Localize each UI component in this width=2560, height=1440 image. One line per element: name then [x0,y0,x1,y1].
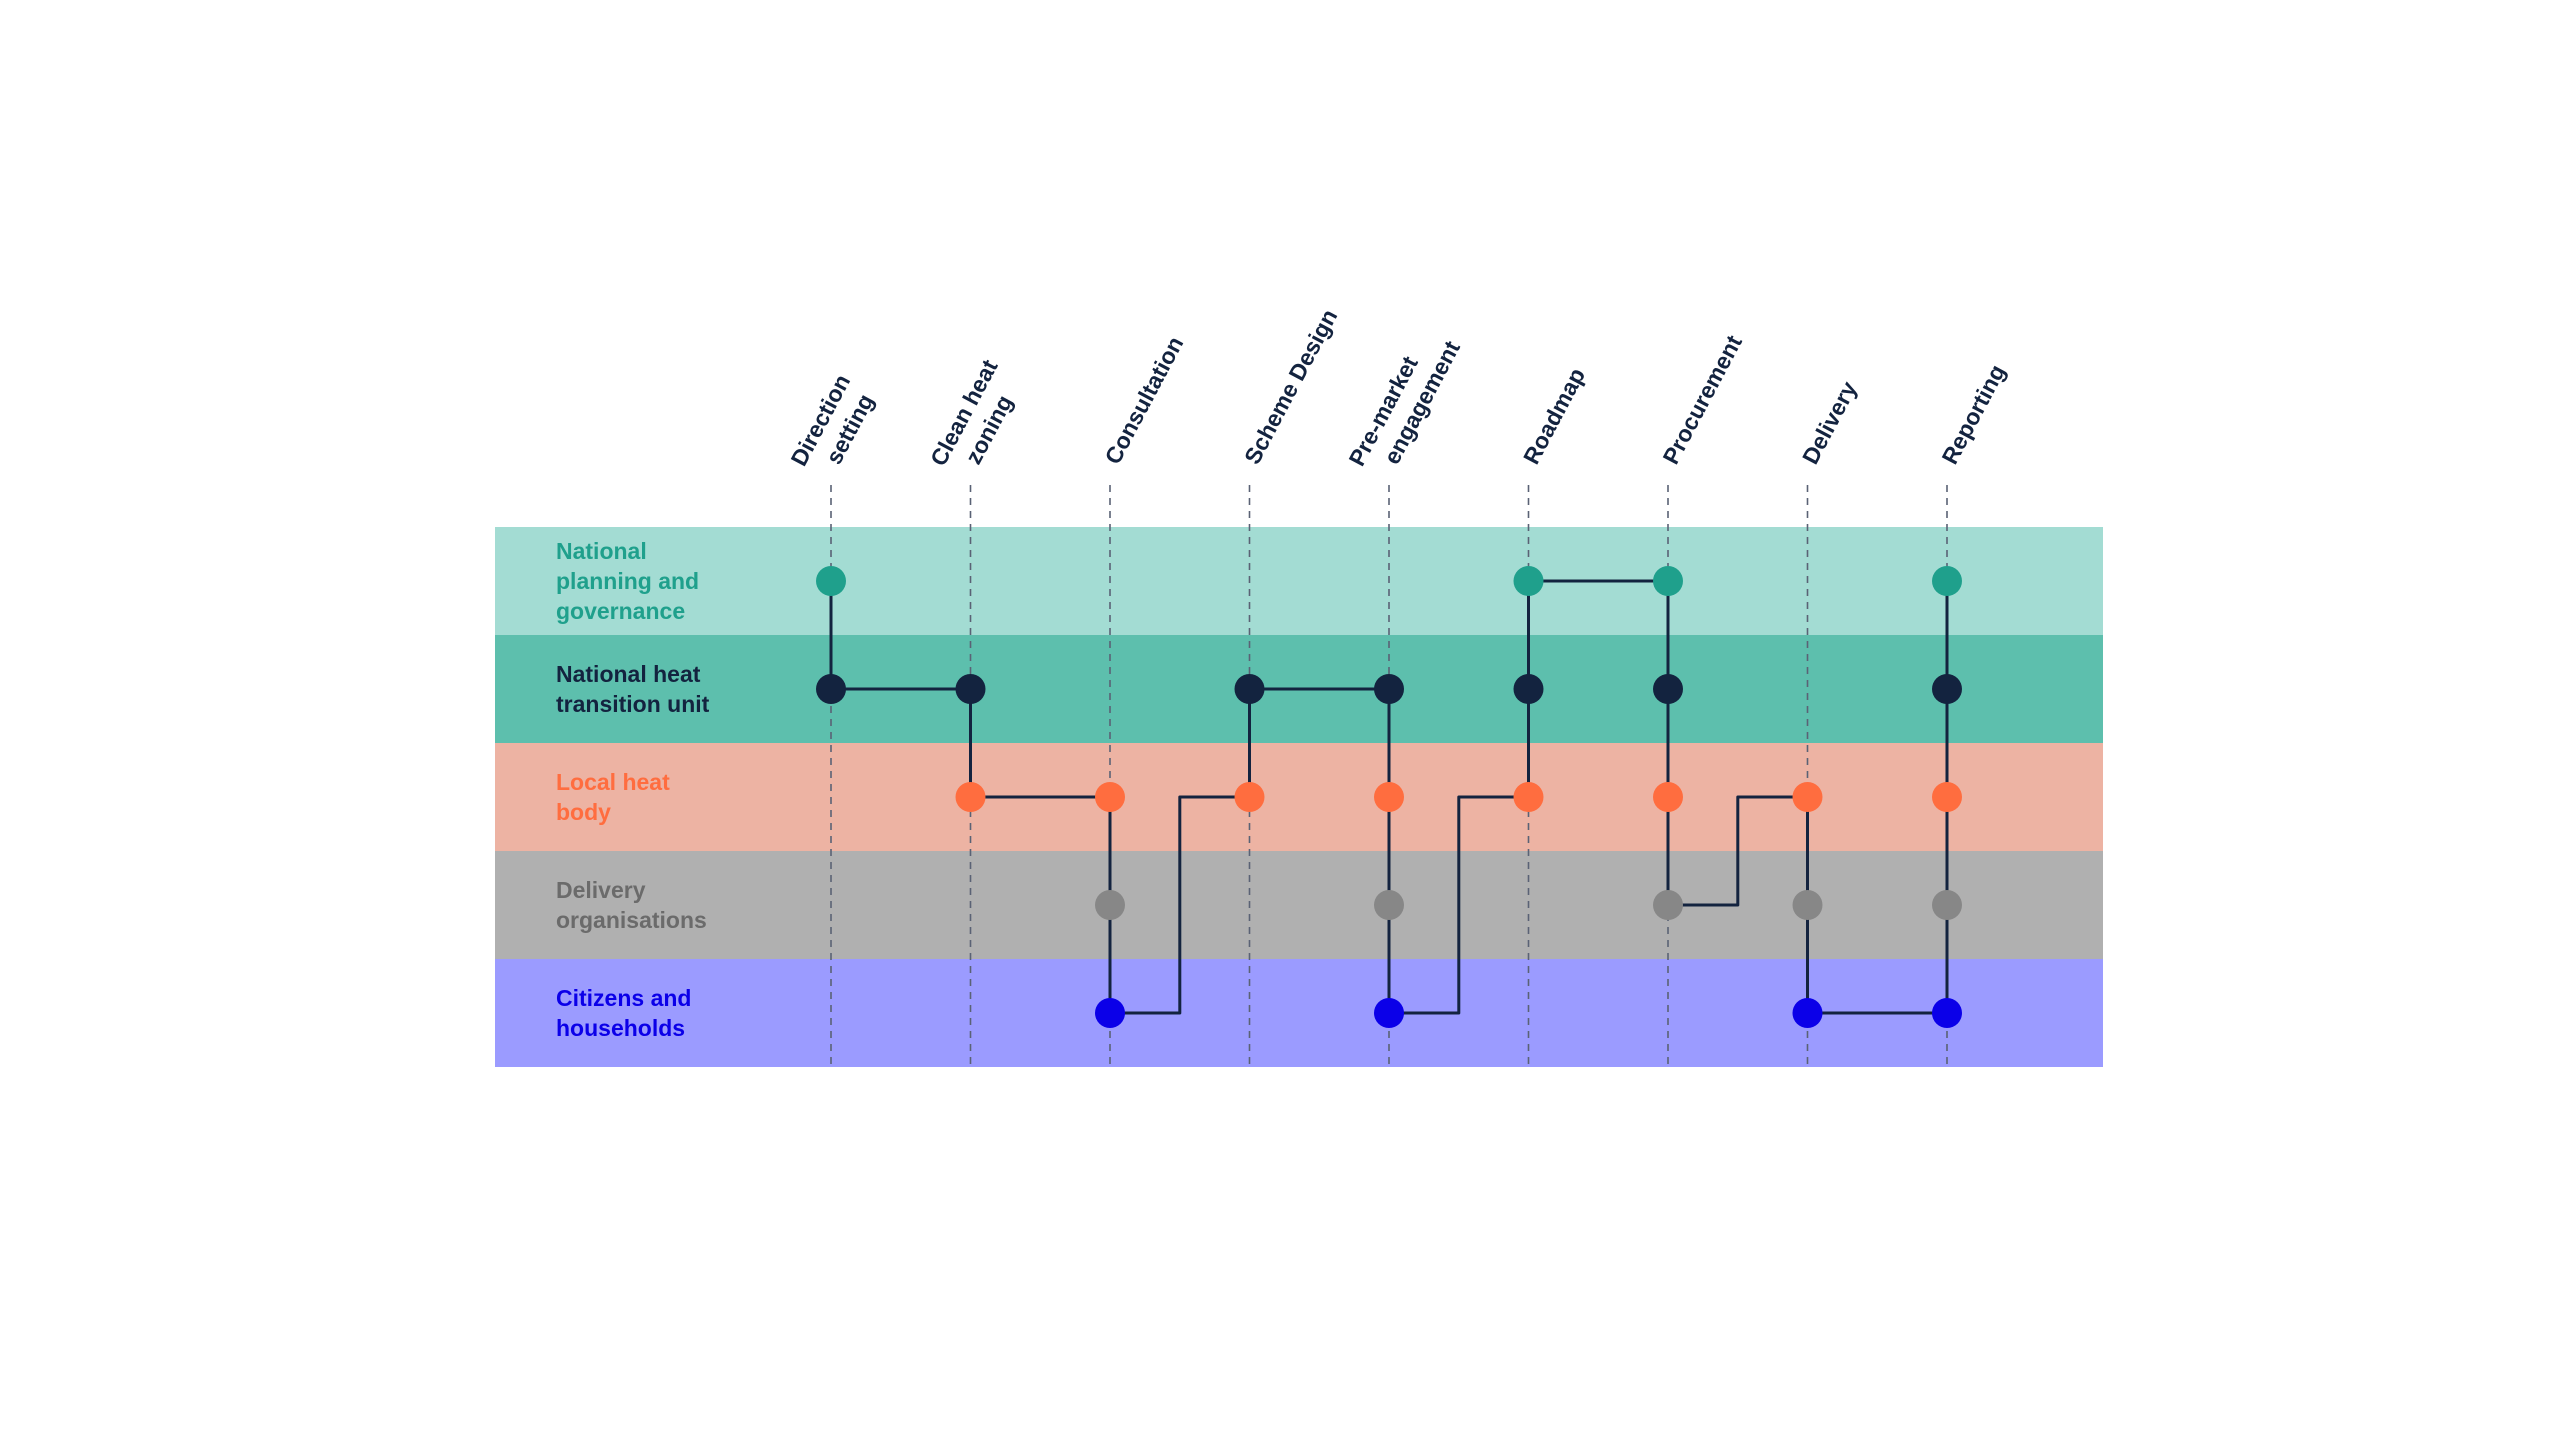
flow-node [1374,782,1404,812]
stage-label-line: Consultation [1099,332,1188,468]
flow-node [1653,674,1683,704]
row-label: Local heat body [556,769,670,825]
flow-connector [829,579,1949,1015]
stage-label: Clean heatzoning [925,355,1029,484]
flow-node [1792,890,1823,920]
flow-node [1095,782,1125,812]
flow-node [1095,890,1125,920]
row-label-line: households [556,1015,685,1041]
flow-node [1374,998,1404,1028]
stage-label-line: Scheme Design [1239,305,1342,468]
flow-node [1932,566,1962,596]
flow-node [1653,782,1683,812]
row-label-line: organisations [556,907,707,933]
stage-labels: Directionsetting Clean heatzoning Consulta… [786,305,2011,484]
flow-node [1374,890,1404,920]
row-band [495,743,2103,851]
flow-node [1234,674,1265,704]
stage-label: Roadmap [1518,364,1590,469]
flow-node [1374,674,1404,704]
row-band [495,527,2103,635]
stage-label-line: Procurement [1657,331,1747,469]
row-label-line: governance [556,598,685,624]
stage-label: Scheme Design [1239,305,1342,468]
flow-node [1932,998,1962,1028]
stage-label: Pre-marketengagement [1344,322,1466,484]
flow-node [1932,782,1962,812]
row-label-line: Delivery [556,877,646,903]
row-label: Delivery organisations [556,877,707,933]
flow-node [955,674,986,704]
stage-label: Procurement [1657,331,1747,469]
stage-label: Reporting [1936,360,2010,468]
flow-node [955,782,986,812]
row-label-line: transition unit [556,691,710,717]
row-label-line: National heat [556,661,701,687]
row-label: National heat transition unit [556,661,710,717]
row-label-line: Citizens and [556,985,691,1011]
row-label-line: Local heat [556,769,670,795]
stage-label-line: Roadmap [1518,364,1590,469]
flow-node [1653,890,1683,920]
flow-node [816,674,846,704]
flow-node [1653,566,1683,596]
flow-node [1234,782,1265,812]
flow-connectors [829,579,1949,1015]
flow-node [1932,890,1962,920]
flow-node [1095,998,1125,1028]
flow-node [1513,566,1544,596]
flow-nodes [816,566,1962,1028]
stage-label-line: Reporting [1936,360,2010,468]
stage-label: Consultation [1099,332,1188,468]
row-bands [495,527,2103,1067]
flow-node [816,566,846,596]
stage-label: Delivery [1797,377,1862,468]
stage-label-line: Delivery [1797,377,1862,468]
row-label: Citizens and households [556,985,691,1041]
row-label-line: body [556,799,611,825]
row-label: National planning and governance [556,538,699,624]
row-band [495,851,2103,959]
row-label-line: National [556,538,647,564]
flow-node [1792,998,1823,1028]
flow-node [1513,782,1544,812]
flow-node [1932,674,1962,704]
flow-node [1792,782,1823,812]
flow-node [1513,674,1544,704]
row-label-line: planning and [556,568,699,594]
stage-label: Directionsetting [786,370,882,484]
